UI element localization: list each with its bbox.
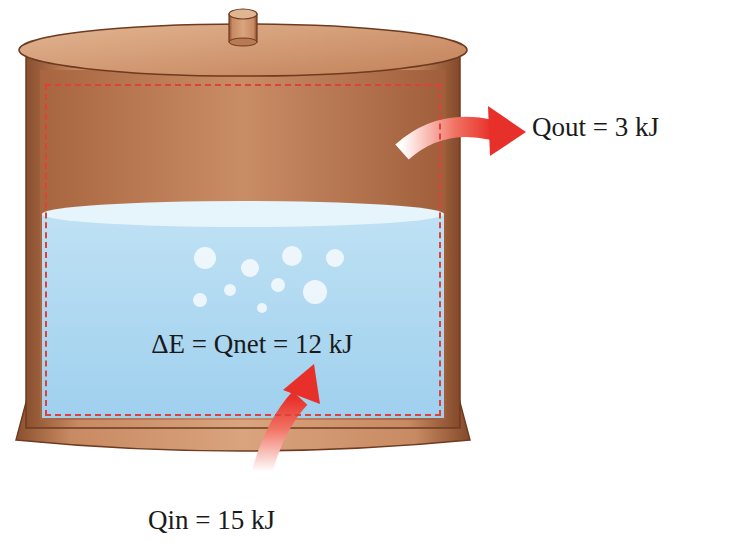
system-boundary: ΔE = Qnet = 12 kJ — [45, 84, 441, 416]
heat-label: Qout = 3 kJ — [532, 112, 659, 143]
heat-label: Qin = 15 kJ — [148, 505, 275, 536]
energy-change-label: ΔE = Qnet = 12 kJ — [151, 329, 353, 360]
